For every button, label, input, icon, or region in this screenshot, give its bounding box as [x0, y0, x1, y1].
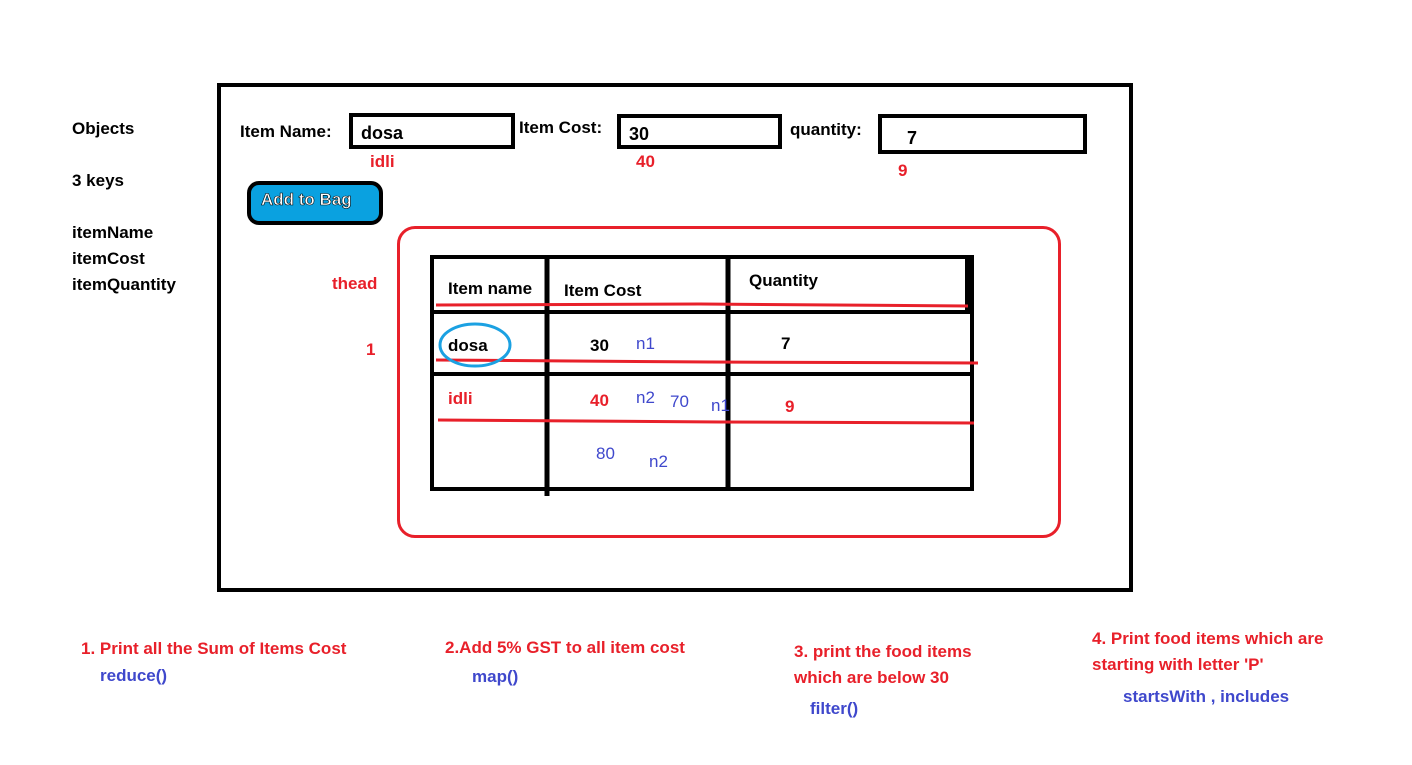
row2-underline — [437, 418, 975, 425]
task3-method: filter() — [810, 699, 859, 718]
quantity-input[interactable]: 7 — [878, 114, 1087, 154]
item-cost-note: 40 — [636, 152, 655, 171]
task1-title: 1. Print all the Sum of Items Cost — [81, 639, 347, 658]
thead-note: thead — [332, 274, 378, 293]
add-to-bag-button[interactable]: Add to Bag — [247, 181, 383, 225]
row2-cost: 40 — [590, 391, 609, 410]
task4-title-line1: 4. Print food items which are — [1092, 629, 1324, 648]
item-name-note: idli — [370, 152, 395, 171]
item-name-input[interactable]: dosa — [349, 113, 515, 149]
header-item-cost: Item Cost — [564, 281, 642, 300]
row3-cost-tag: n2 — [649, 452, 668, 471]
item-cost-value: 30 — [629, 124, 650, 144]
task4-title-line2: starting with letter 'P' — [1092, 655, 1264, 674]
item-name-label: Item Name: — [240, 122, 332, 141]
task3-title-line2: which are below 30 — [794, 668, 949, 687]
key-item-quantity: itemQuantity — [72, 275, 176, 294]
objects-label: Objects — [72, 119, 135, 138]
row-number-note: 1 — [366, 340, 376, 359]
header-item-name: Item name — [448, 279, 533, 298]
thead-underline — [435, 302, 969, 308]
quantity-value: 7 — [907, 128, 918, 148]
row1-cost: 30 — [590, 336, 609, 355]
add-to-bag-label: Add to Bag — [261, 190, 352, 210]
row1-quantity: 7 — [781, 334, 791, 353]
row2-quantity: 9 — [785, 397, 795, 416]
row2-name: idli — [448, 389, 473, 408]
quantity-label: quantity: — [790, 120, 862, 139]
row2-extra-tag: n1 — [711, 396, 730, 415]
keys-count-label: 3 keys — [72, 171, 124, 190]
app-frame — [217, 83, 1133, 592]
task2-method: map() — [472, 667, 519, 686]
row1-name: dosa — [448, 336, 488, 355]
table-annotation-box — [397, 226, 1061, 538]
task4-method: startsWith , includes — [1123, 687, 1290, 706]
dosa-highlight-circle — [438, 322, 512, 368]
task3-title-line1: 3. print the food items — [794, 642, 972, 661]
task2-title: 2.Add 5% GST to all item cost — [445, 638, 685, 657]
row3-cost: 80 — [596, 444, 615, 463]
item-name-value: dosa — [361, 123, 404, 143]
row1-cost-tag: n1 — [636, 334, 655, 353]
item-cost-input[interactable]: 30 — [617, 114, 782, 149]
item-cost-label: Item Cost: — [519, 118, 603, 137]
quantity-note: 9 — [898, 161, 908, 180]
task1-method: reduce() — [100, 666, 168, 685]
key-item-cost: itemCost — [72, 249, 145, 268]
row2-cost-tag: n2 — [636, 388, 655, 407]
key-item-name: itemName — [72, 223, 154, 242]
row2-extra-value: 70 — [670, 392, 689, 411]
row1-underline — [435, 358, 979, 365]
header-quantity: Quantity — [749, 271, 818, 290]
